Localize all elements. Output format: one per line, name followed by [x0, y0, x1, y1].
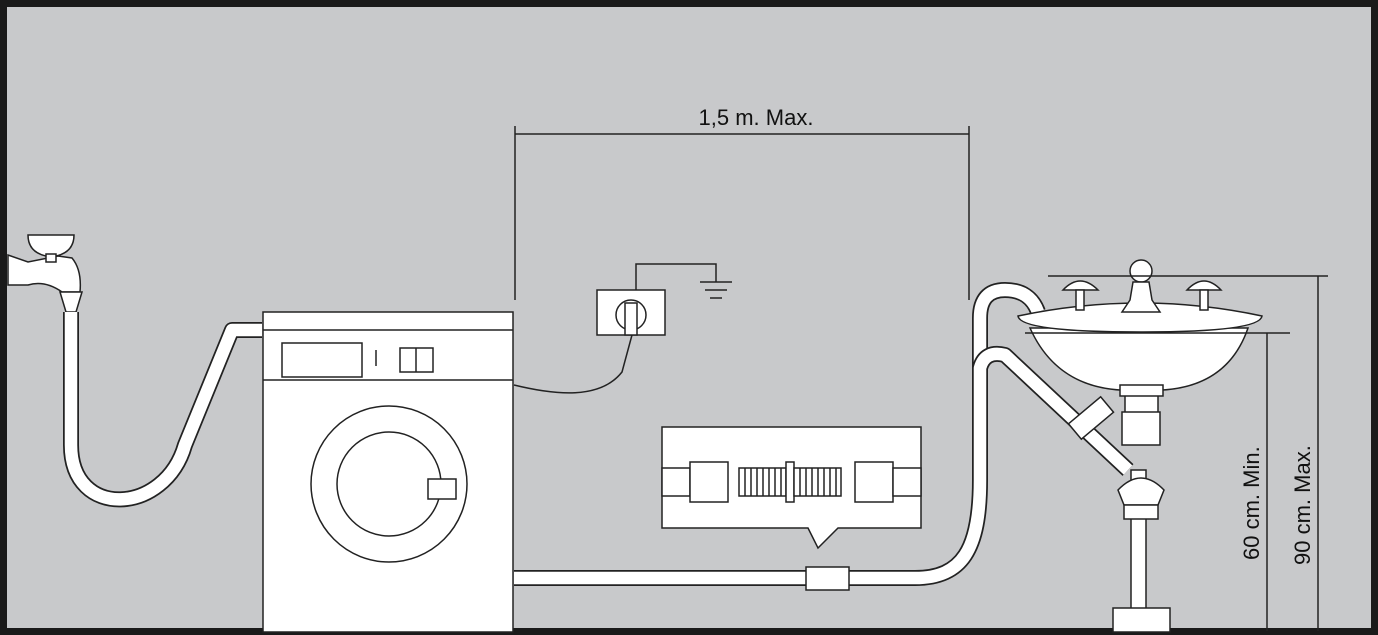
height-min-label: 60 cm. Min.: [1239, 446, 1264, 560]
height-max-label: 90 cm. Max.: [1290, 445, 1315, 565]
drain-hose: [514, 282, 1046, 586]
detergent-drawer: [281, 342, 363, 378]
ground-symbol: [700, 281, 732, 299]
door-handle: [427, 478, 457, 500]
sink-tap-left: [1061, 280, 1100, 311]
washing-machine: [262, 311, 514, 633]
sink-basin: [1017, 302, 1263, 397]
distance-max-label: 1,5 m. Max.: [699, 105, 814, 130]
hose-connector: [805, 566, 850, 591]
sink-tap-right: [1185, 280, 1223, 311]
height-dimension-max: [1048, 275, 1328, 631]
connection-detail-callout: [661, 426, 922, 550]
power-cord: [513, 334, 633, 394]
trap-hose-clamp: [1067, 395, 1115, 441]
sink-drain-pipe: [1112, 379, 1171, 633]
trap-hose: [972, 345, 1134, 476]
door-inner: [336, 431, 442, 537]
height-dimension-min: [1025, 332, 1290, 631]
wall-socket: [596, 263, 717, 336]
inlet-hose: [63, 312, 262, 508]
fitting-collar: [785, 461, 795, 503]
distance-dimension: [514, 126, 970, 300]
